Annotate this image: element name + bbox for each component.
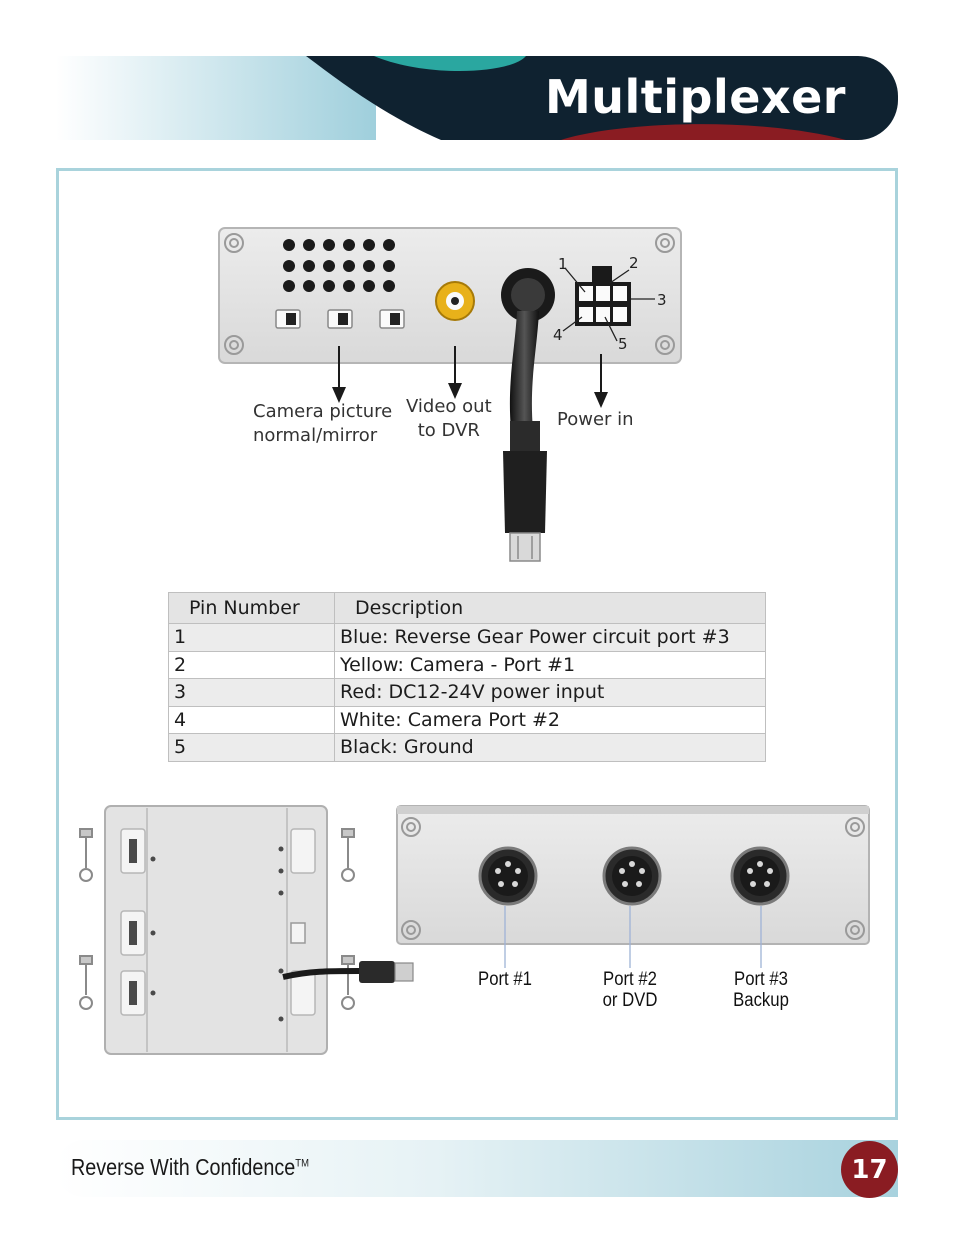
page-number: 17 (841, 1141, 898, 1198)
power-in-label: Power in (557, 409, 634, 430)
footer-brand: Reverse With ConfidenceTM (71, 1154, 309, 1180)
power-connector-icon: 1 2 3 4 5 (553, 254, 667, 353)
pin-number-2: 2 (629, 254, 639, 272)
port-1-label: Port #1 (478, 969, 532, 990)
port-2-label: Port #2 or DVD (602, 969, 658, 1011)
description-cell: Black: Ground (334, 733, 766, 762)
vent-holes (283, 239, 395, 292)
multiplexer-diagram: 1 2 3 4 5 (79, 227, 870, 1055)
mount-screw-icon (401, 817, 865, 940)
description-cell: Blue: Reverse Gear Power circuit port #3 (334, 623, 766, 652)
pin-table: Pin Number Description 1 Blue: Reverse G… (168, 592, 766, 762)
column-header-description: Description (334, 592, 766, 624)
bottom-device-topview (79, 805, 414, 1055)
cable-icon (282, 961, 414, 983)
description-cell: Yellow: Camera - Port #1 (334, 650, 766, 679)
cable-icon (501, 268, 555, 562)
trademark-mark: TM (295, 1157, 309, 1170)
pin-cell: 3 (168, 678, 335, 707)
table-row: 4 White: Camera Port #2 (168, 705, 766, 734)
table-row: 5 Black: Ground (168, 733, 766, 762)
pin-cell: 5 (168, 733, 335, 762)
screw-icon (79, 828, 355, 1010)
mount-screw-icon (224, 233, 675, 355)
port-3-label: Port #3 Backup (733, 969, 789, 1011)
top-device-panel: 1 2 3 4 5 (218, 227, 682, 562)
rca-jack-icon (435, 281, 475, 321)
description-cell: Red: DC12-24V power input (334, 678, 766, 707)
mirror-switch-icon (275, 309, 405, 329)
table-row: 3 Red: DC12-24V power input (168, 678, 766, 707)
pin-number-1: 1 (558, 255, 568, 273)
table-row: 2 Yellow: Camera - Port #1 (168, 650, 766, 679)
header-graphic (56, 56, 898, 140)
din-port-icon (478, 846, 790, 906)
content-frame: 1 2 3 4 5 (56, 168, 898, 1120)
pin-number-5: 5 (618, 335, 628, 353)
pin-cell: 1 (168, 623, 335, 652)
pin-cell: 4 (168, 705, 335, 734)
arrow-icon (332, 346, 608, 408)
footer-bar: Reverse With ConfidenceTM (56, 1140, 898, 1197)
pin-cell: 2 (168, 650, 335, 679)
description-cell: White: Camera Port #2 (334, 705, 766, 734)
header-banner: Multiplexer (56, 56, 898, 140)
table-row: 1 Blue: Reverse Gear Power circuit port … (168, 623, 766, 652)
pin-number-3: 3 (657, 291, 667, 309)
table-header-row: Pin Number Description (168, 592, 766, 624)
pin-number-4: 4 (553, 326, 563, 344)
camera-picture-label: Camera picture normal/mirror (253, 401, 393, 446)
video-out-label: Video out to DVR (406, 396, 492, 441)
page-title: Multiplexer (545, 70, 846, 124)
bottom-device-portface (396, 805, 870, 968)
column-header-pin: Pin Number (168, 592, 335, 624)
